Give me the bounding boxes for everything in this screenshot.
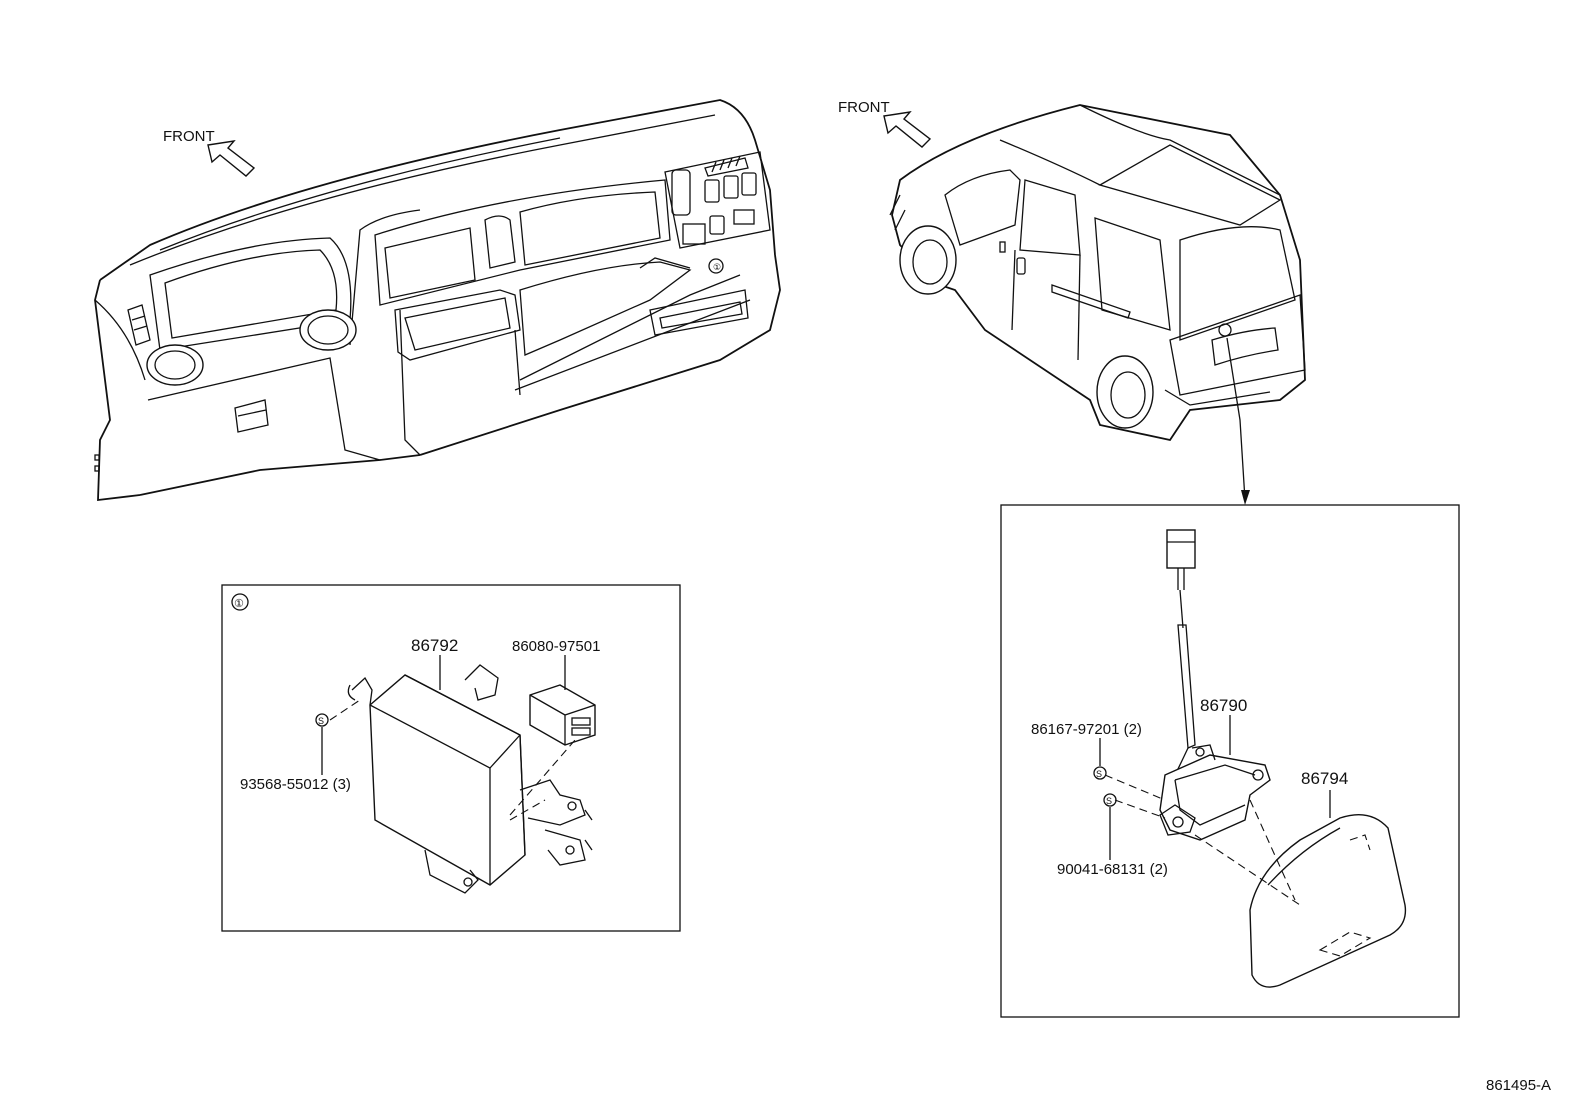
vehicle-illustration: FRONT	[838, 99, 1306, 505]
control-unit-86792	[347, 664, 593, 894]
switch-86790	[1159, 744, 1271, 841]
dashboard-marker: ①	[713, 262, 721, 272]
screw-icon: S	[1103, 793, 1117, 807]
front-label-dashboard: FRONT	[163, 128, 215, 145]
inset-back-door-switch: S S 86790 86167-97201 (2) 90041-68131 (2…	[1000, 504, 1460, 1018]
part-label-93568-55012: 93568-55012 (3)	[240, 776, 351, 793]
front-label-vehicle: FRONT	[838, 99, 890, 116]
part-label-86080-97501: 86080-97501	[512, 638, 600, 655]
part-label-90041-68131: 90041-68131 (2)	[1057, 861, 1168, 878]
part-label-86794: 86794	[1301, 769, 1348, 788]
screw-icon: S	[315, 713, 329, 727]
svg-text:S: S	[318, 716, 324, 726]
front-arrow-icon	[883, 111, 932, 148]
part-label-86167-97201: 86167-97201 (2)	[1031, 721, 1142, 738]
inset-control-unit: ①	[221, 584, 681, 932]
relay-86080	[529, 684, 596, 746]
inset-marker: ①	[234, 598, 244, 610]
screw-icon: S	[1093, 766, 1107, 780]
connector-icon	[1166, 529, 1196, 629]
diagram-id: 861495-A	[1486, 1077, 1551, 1094]
svg-text:S: S	[1096, 769, 1102, 779]
dashboard-illustration: ① FRONT	[94, 99, 781, 502]
part-label-86792: 86792	[411, 636, 458, 655]
svg-text:S: S	[1106, 796, 1112, 806]
cover-86794	[1249, 814, 1407, 988]
front-arrow-icon	[207, 140, 256, 177]
part-label-86790: 86790	[1200, 696, 1247, 715]
